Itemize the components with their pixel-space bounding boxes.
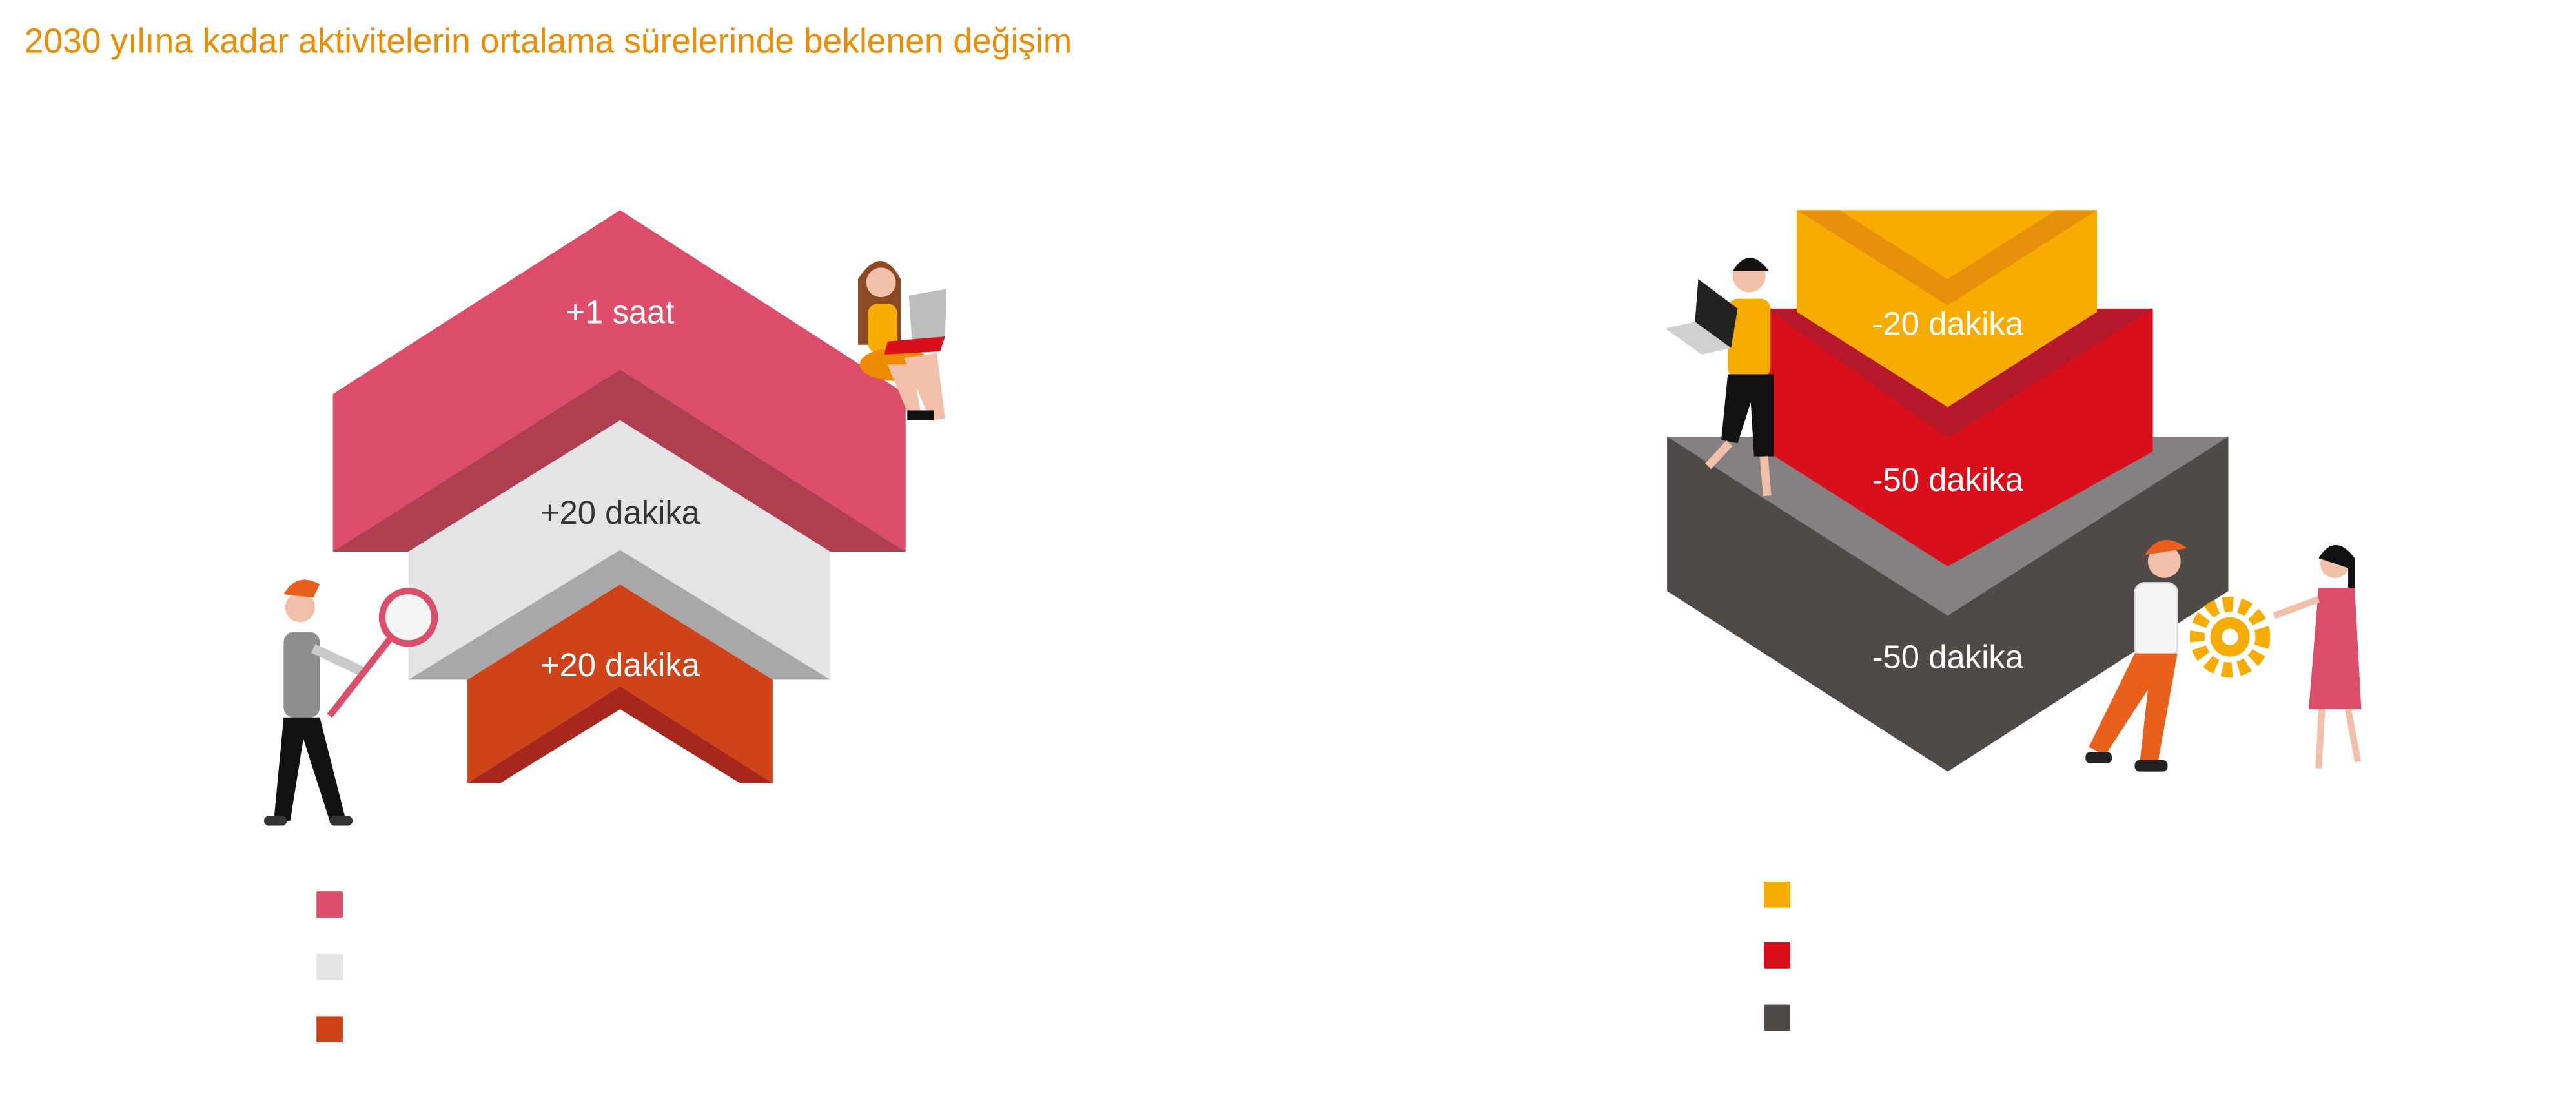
- person-with-laptop-standing-illustration: [1665, 258, 1774, 497]
- data-label: -50 dakika: [1872, 639, 2024, 676]
- chevron-gray: [408, 420, 830, 680]
- decrease-chevrons: -20 dakika -50 dakika -50 dakika: [1667, 210, 2229, 772]
- legend-left: [316, 891, 343, 1043]
- legend-swatch: [316, 891, 343, 918]
- legend-swatch: [1764, 881, 1790, 908]
- chevron-yellow-top: [1796, 210, 2098, 305]
- legend-swatch: [1764, 1004, 1790, 1031]
- data-label: -20 dakika: [1872, 305, 2024, 342]
- chart-title: 2030 yılına kadar aktivitelerin ortalama…: [25, 22, 1072, 60]
- increase-chevrons: +1 saat +20 dakika +20 dakika: [332, 210, 906, 783]
- legend-swatch: [316, 1016, 343, 1043]
- data-label: +20 dakika: [540, 647, 700, 683]
- chevron-pink: [332, 210, 906, 552]
- people-with-gear-illustration: [2085, 539, 2362, 772]
- chevron-orange: [467, 584, 773, 783]
- chevron-gray-shade: [408, 550, 830, 680]
- legend-right: [1764, 881, 1790, 1031]
- chevron-yellow: [1796, 210, 2098, 408]
- data-label: +1 saat: [566, 294, 674, 331]
- data-label: -50 dakika: [1872, 461, 2024, 498]
- person-with-magnifier-illustration: [263, 579, 438, 826]
- data-label: +20 dakika: [540, 494, 700, 531]
- person-with-laptop-sitting-illustration: [858, 261, 947, 420]
- chevron-orange-shade: [467, 686, 773, 783]
- legend-swatch: [316, 953, 343, 980]
- chevron-pink-shade: [332, 369, 906, 552]
- legend-swatch: [1764, 942, 1790, 969]
